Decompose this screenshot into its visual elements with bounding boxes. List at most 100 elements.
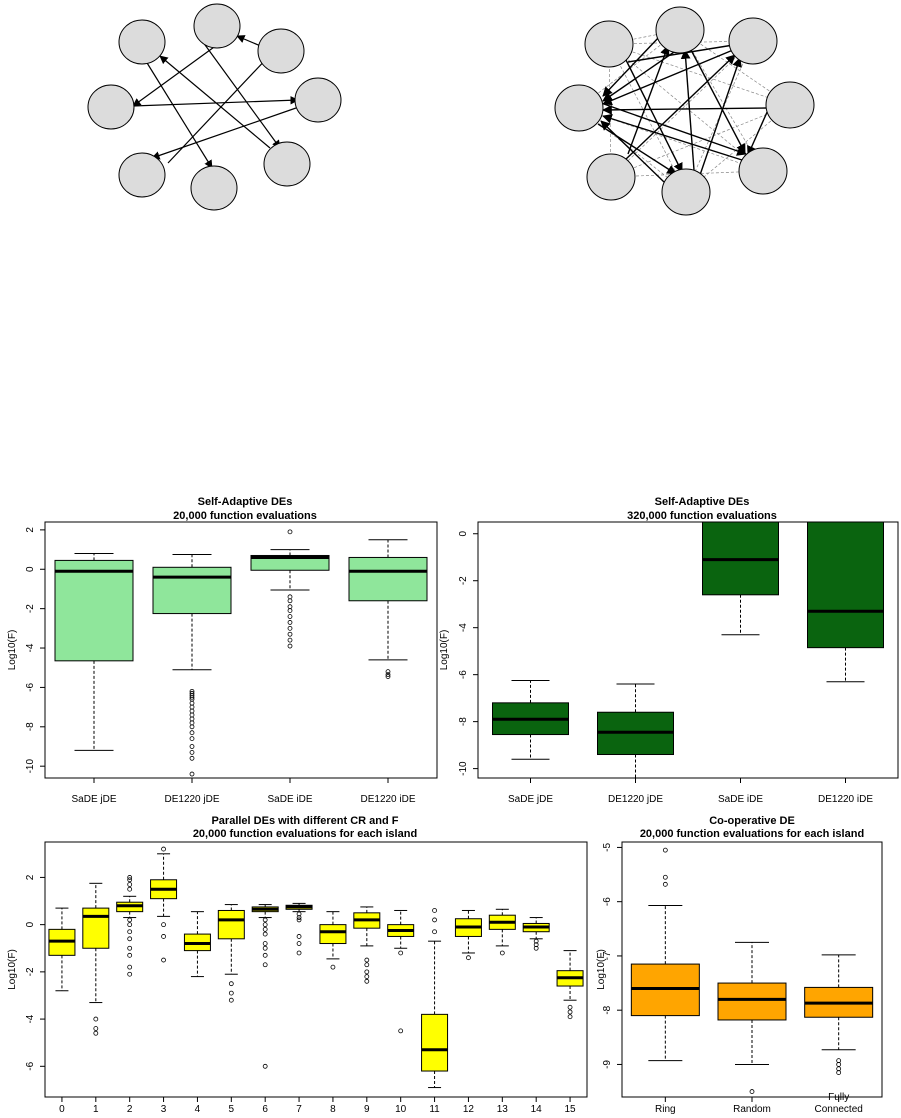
island-node (190, 165, 238, 211)
chart-title: Self-Adaptive DEs (198, 496, 293, 508)
box-8 (319, 911, 347, 970)
y-tick-label: -5 (602, 843, 613, 852)
outlier-point (432, 908, 437, 913)
diagram-nodes (554, 6, 815, 216)
y-tick-label: -8 (25, 722, 36, 731)
x-tick-label: 2 (127, 1104, 133, 1115)
outlier-point (161, 957, 166, 963)
island-node (765, 81, 815, 129)
outlier-point (262, 931, 268, 937)
outlier-point (533, 938, 539, 944)
box-13 (488, 908, 516, 956)
dashed-link (608, 43, 687, 193)
outlier-point (385, 672, 391, 678)
box-random (717, 941, 787, 1094)
outlier-point (432, 929, 437, 935)
outlier-point (567, 1009, 573, 1015)
box-1 (82, 882, 110, 1036)
outlier-point (262, 952, 268, 958)
island-node (728, 17, 778, 65)
box-7 (285, 902, 313, 956)
y-tick-label: -6 (25, 1061, 36, 1070)
outlier-point (296, 934, 302, 939)
x-tick-label: 8 (330, 1104, 336, 1115)
chart-title: Self-Adaptive DEs (655, 496, 750, 508)
outlier-point (228, 997, 234, 1003)
x-tick-label: 10 (395, 1104, 407, 1115)
outlier-point (161, 922, 166, 928)
outlier-point (330, 964, 336, 970)
y-tick-label: -6 (25, 683, 36, 692)
outlier-point (189, 771, 195, 777)
x-tick-label: 0 (59, 1104, 65, 1115)
box-sade-ide (250, 529, 330, 649)
outlier-point (189, 720, 195, 726)
box-14 (522, 917, 550, 951)
island-node (554, 84, 604, 132)
outlier-point (385, 669, 391, 675)
y-tick-label: 0 (458, 531, 469, 537)
y-tick-label: 0 (25, 566, 36, 572)
outlier-point (127, 929, 133, 935)
y-tick-label: -9 (602, 1060, 613, 1069)
island-node (263, 141, 311, 187)
box-de1220-ide (807, 521, 884, 683)
outlier-point (296, 917, 302, 923)
plot-frame (44, 841, 588, 1098)
outlier-point (189, 736, 195, 742)
outlier-point (189, 694, 195, 700)
box-0 (48, 907, 76, 992)
x-tick-label: DE1220 jDE (164, 794, 219, 805)
outlier-point (262, 917, 268, 923)
outlier-point (287, 631, 293, 637)
iqr-box (152, 566, 232, 615)
iqr-box (54, 559, 134, 662)
outlier-point (93, 1016, 99, 1022)
outlier-point (749, 1089, 755, 1094)
y-tick-label: -6 (458, 670, 469, 679)
edge (159, 55, 271, 149)
x-tick-label: SaDE iDE (267, 794, 312, 805)
chart-title: Co-operative DE (709, 815, 795, 827)
outlier-point (364, 974, 370, 979)
chart-subtitle: 20,000 function evaluations for each isl… (640, 828, 864, 840)
topology-diagram-right (554, 6, 815, 216)
iqr-box (807, 521, 884, 649)
outlier-point (262, 926, 268, 932)
outlier-point (262, 922, 268, 928)
edge (602, 104, 769, 115)
x-tick-label: 1 (93, 1104, 99, 1115)
y-tick-label: -8 (602, 1005, 613, 1014)
box-ring (630, 847, 700, 1062)
outlier-point (228, 981, 234, 987)
x-tick-label: 7 (296, 1104, 302, 1115)
y-tick-label: -8 (458, 717, 469, 726)
x-tick-label: 3 (161, 1104, 167, 1115)
edge (680, 49, 695, 171)
edge (199, 37, 281, 149)
island-node (193, 3, 241, 49)
box-fully-connected (804, 954, 874, 1075)
x-tick-label: 9 (364, 1104, 370, 1115)
diagram-edges (597, 35, 769, 183)
outlier-point (127, 971, 133, 977)
outlier-point (662, 881, 668, 887)
y-tick-label: 0 (25, 921, 36, 927)
box-sade-ide (702, 521, 779, 636)
outlier-point (296, 941, 302, 946)
island-node (584, 20, 634, 68)
island-node (257, 28, 305, 74)
edge (602, 49, 734, 106)
iqr-box (348, 556, 428, 602)
outlier-point (127, 964, 133, 970)
x-tick-label: DE1220 iDE (360, 794, 415, 805)
outlier-point (432, 917, 437, 923)
diagram-edges (132, 35, 299, 169)
y-tick-label: 2 (25, 874, 36, 880)
x-tick-label: 11 (429, 1104, 440, 1115)
x-tick-label: SaDE jDE (71, 794, 116, 805)
box-de1220-ide (348, 539, 428, 679)
outlier-point (296, 911, 302, 917)
